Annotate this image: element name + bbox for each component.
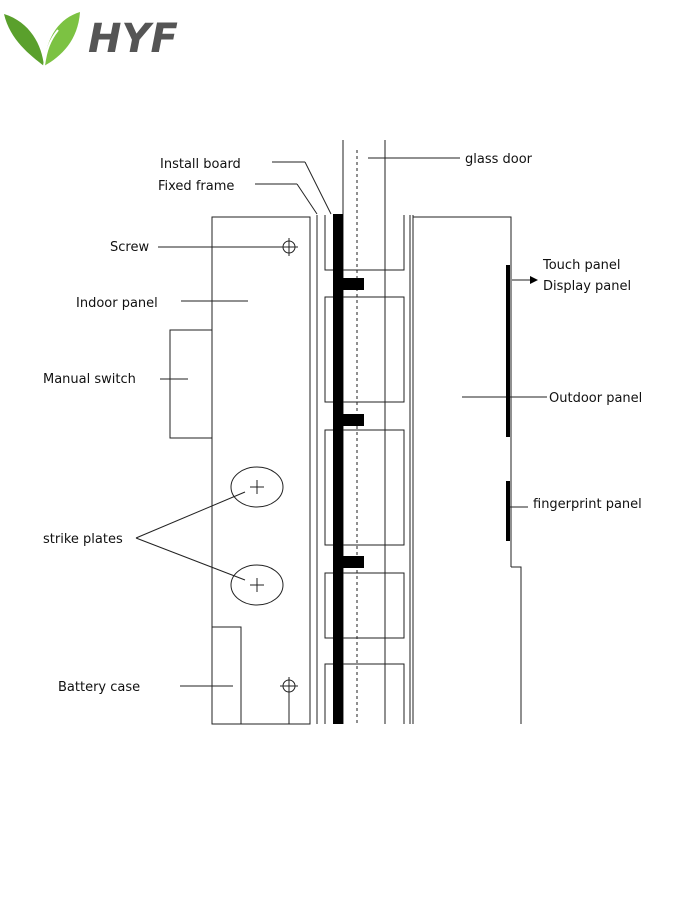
outdoor-panel-body: [413, 217, 511, 567]
label-manual-switch: Manual switch: [43, 372, 136, 387]
manual-switch-body: [170, 330, 212, 438]
label-touch-panel: Touch panel: [542, 258, 621, 273]
install-board: [333, 214, 343, 724]
label-outdoor-panel: Outdoor panel: [549, 391, 642, 406]
label-screw: Screw: [110, 240, 149, 255]
label-display-panel: Display panel: [543, 279, 631, 294]
label-strike-plates: strike plates: [43, 532, 123, 547]
label-fingerprint-panel: fingerprint panel: [533, 497, 642, 512]
battery-case-body: [212, 627, 241, 724]
screw-icon: [280, 677, 298, 724]
indoor-panel-body: [212, 217, 310, 724]
label-fixed-frame: Fixed frame: [158, 179, 234, 194]
label-install-board: Install board: [160, 157, 241, 172]
label-battery-case: Battery case: [58, 680, 140, 695]
label-indoor-panel: Indoor panel: [76, 296, 158, 311]
arrow-icon: [530, 276, 538, 284]
label-glass-door: glass door: [465, 152, 533, 167]
fingerprint-panel: [506, 481, 510, 541]
touch-display-panel: [506, 265, 510, 437]
